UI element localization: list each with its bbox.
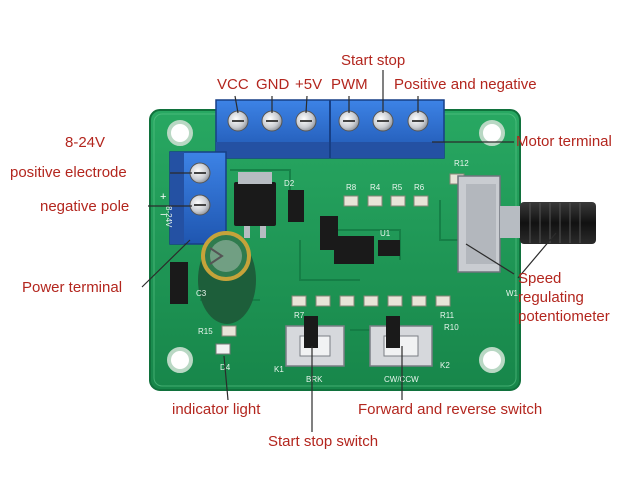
smd-resistors: [221, 173, 465, 337]
label-start-stop-switch: Start stop switch: [268, 433, 379, 450]
capacitor-component: [198, 231, 256, 324]
label-positive-negative: Positive and negative: [394, 76, 537, 93]
silk-r10: R10: [444, 323, 459, 332]
silk-k1: K1: [274, 365, 284, 374]
label-vcc: VCC: [217, 76, 249, 93]
mounting-holes: [167, 120, 505, 373]
forward-reverse-switch-component: [369, 316, 433, 367]
label-motor-terminal: Motor terminal: [516, 133, 612, 150]
ic-chips: [320, 216, 400, 264]
label-speed: Speed: [518, 270, 562, 287]
label-forward-reverse-switch: Forward and reverse switch: [358, 401, 543, 418]
leader-lines: [141, 70, 557, 432]
diode-component: [288, 190, 304, 222]
silk-r8: R8: [346, 183, 357, 192]
silk-c3: C3: [196, 289, 207, 298]
silk-r6: R6: [414, 183, 425, 192]
silk-r12: R12: [454, 159, 469, 168]
silk-u1: U1: [380, 229, 391, 238]
silk-r11: R11: [440, 311, 455, 320]
smd-inductor: [170, 262, 188, 304]
label-negative-pole: negative pole: [40, 198, 130, 215]
label-start-stop: Start stop: [341, 52, 406, 69]
mosfet-component: [234, 172, 276, 238]
silk-r15: R15: [198, 327, 213, 336]
label-potentiometer: potentiometer: [518, 308, 610, 325]
svg-text:+: +: [160, 191, 166, 203]
silk-w1: W1: [506, 289, 519, 298]
label-positive-electrode: positive electrode: [10, 164, 127, 181]
label-indicator-light: indicator light: [172, 401, 261, 418]
label-gnd: GND: [256, 76, 290, 93]
silk-brk: BRK: [306, 375, 323, 384]
potentiometer-component: [457, 175, 596, 273]
silk-k2: K2: [440, 361, 450, 370]
silk-r4: R4: [370, 183, 381, 192]
silk-r7: R7: [294, 311, 305, 320]
label-plus5v: +5V: [295, 76, 323, 93]
indicator-led: [215, 343, 231, 355]
start-stop-switch-component: [285, 316, 345, 367]
label-pwm: PWM: [331, 76, 368, 93]
silk-supply: 8-24V: [164, 206, 173, 228]
label-power-terminal: Power terminal: [22, 279, 123, 296]
silk-r5: R5: [392, 183, 403, 192]
svg-text:−: −: [160, 209, 166, 221]
label-voltage-range: 8-24V: [65, 134, 106, 151]
silk-d2: D2: [284, 179, 295, 188]
motor-terminal-block: [215, 99, 445, 159]
power-terminal-block: + −: [160, 151, 227, 245]
label-regulating: regulating: [518, 289, 584, 306]
